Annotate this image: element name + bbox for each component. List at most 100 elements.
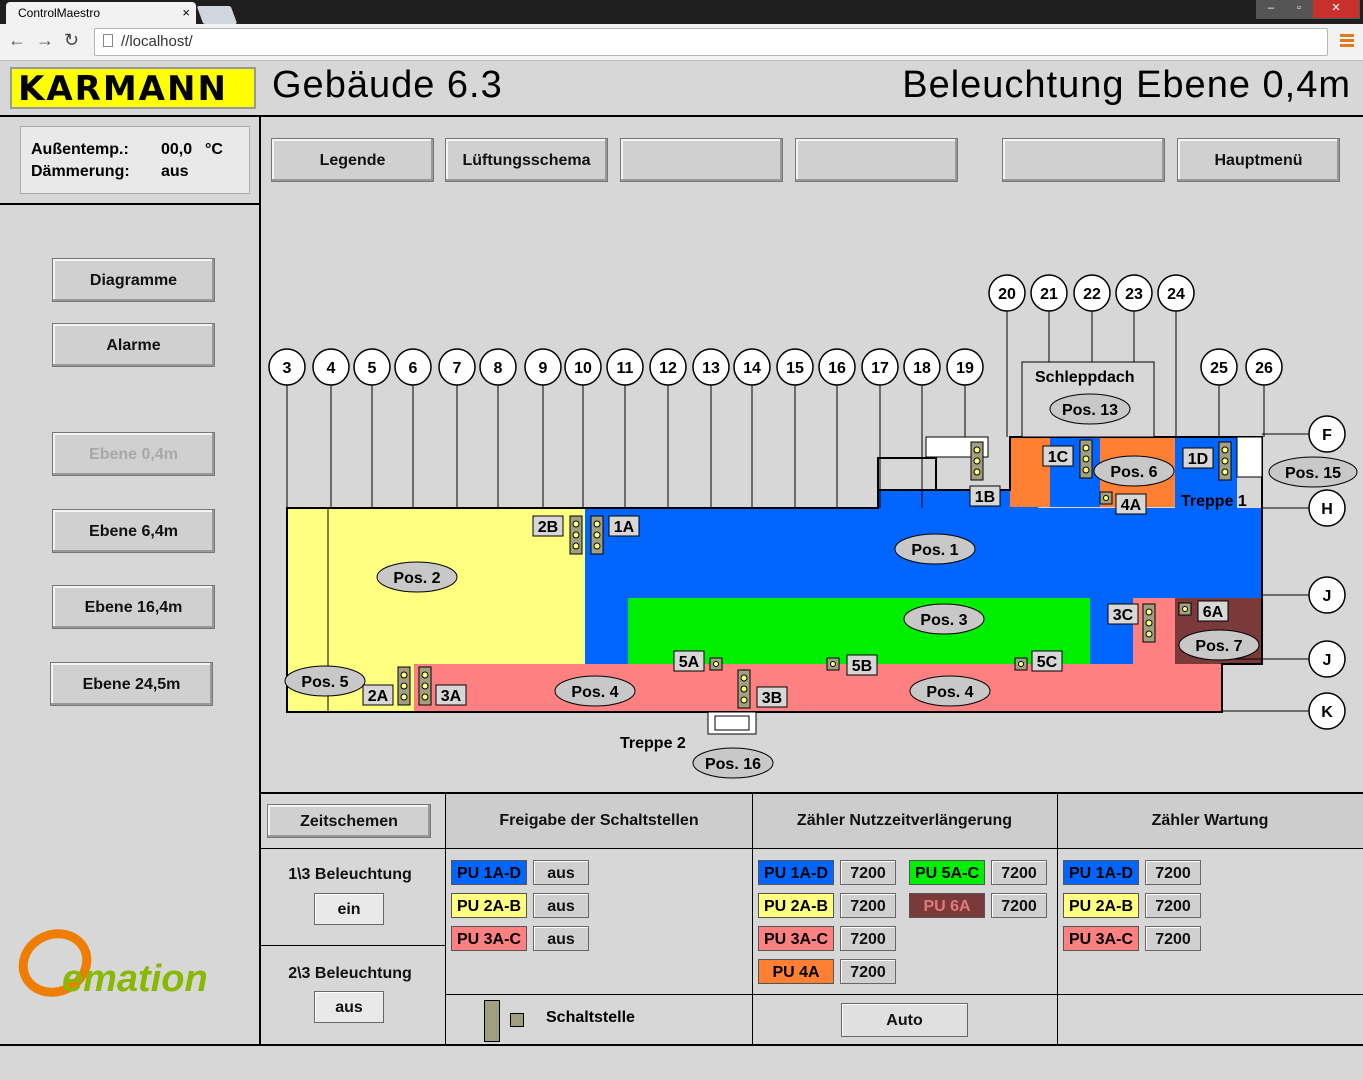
switch-label-1C[interactable]: 1C [1042, 445, 1074, 467]
zeitschemen-button[interactable]: Zeitschemen [267, 804, 431, 838]
pos-label[interactable]: Pos. 5 [284, 665, 366, 697]
switch-label-2B[interactable]: 2B [532, 515, 564, 537]
bel23-value[interactable]: aus [314, 991, 384, 1023]
empty-button-3[interactable] [1002, 138, 1165, 182]
schaltstelle-icon[interactable] [1079, 439, 1093, 479]
svg-text:Pos. 3: Pos. 3 [920, 612, 967, 629]
pos-label[interactable]: Pos. 13 [1049, 393, 1131, 425]
bel13-value[interactable]: ein [314, 893, 384, 925]
svg-text:24: 24 [1167, 286, 1185, 303]
wartung-value[interactable]: 7200 [1145, 893, 1201, 918]
page-icon [103, 34, 113, 47]
switch-label-2A[interactable]: 2A [362, 684, 394, 706]
schaltstelle-icon[interactable] [970, 441, 984, 481]
svg-text:1A: 1A [614, 519, 635, 536]
nutz-value[interactable]: 7200 [991, 860, 1047, 885]
browser-tab[interactable]: ControlMaestro × [6, 2, 196, 26]
switch-icon[interactable] [826, 657, 840, 671]
schaltstelle-icon[interactable] [569, 515, 583, 555]
schaltstelle-icon[interactable] [397, 666, 411, 706]
legende-button[interactable]: Legende [271, 138, 434, 182]
browser-menu-icon[interactable] [1340, 34, 1354, 49]
nutz-value[interactable]: 7200 [991, 893, 1047, 918]
ebene-64-button[interactable]: Ebene 6,4m [52, 509, 215, 553]
switch-label-6A[interactable]: 6A [1197, 600, 1229, 622]
wartung-label: PU 2A-B [1063, 893, 1139, 918]
header-divider [0, 115, 1363, 117]
row-marker-H: H [1308, 489, 1346, 527]
schaltstelle-icon[interactable] [418, 666, 432, 706]
nutz-value[interactable]: 7200 [840, 893, 896, 918]
switch-label-3C[interactable]: 3C [1107, 603, 1139, 625]
reload-icon[interactable]: ↻ [64, 30, 80, 50]
svg-text:22: 22 [1083, 286, 1101, 303]
schaltstelle-icon[interactable] [1218, 441, 1232, 481]
freigabe-value[interactable]: aus [533, 860, 589, 885]
ebene-04-button[interactable]: Ebene 0,4m [52, 432, 215, 476]
diagramme-button[interactable]: Diagramme [52, 258, 215, 302]
pos-label[interactable]: Pos. 4 [909, 675, 991, 707]
freigabe-value[interactable]: aus [533, 926, 589, 951]
wartung-value[interactable]: 7200 [1145, 926, 1201, 951]
pos-label[interactable]: Pos. 16 [692, 747, 774, 779]
lueftungsschema-button[interactable]: Lüftungsschema [445, 138, 608, 182]
switch-icon[interactable] [1014, 657, 1028, 671]
new-tab-button[interactable] [196, 6, 238, 24]
switch-label-1A[interactable]: 1A [608, 515, 640, 537]
close-window-button[interactable]: ✕ [1312, 0, 1360, 19]
freigabe-value[interactable]: aus [533, 893, 589, 918]
svg-text:2B: 2B [538, 519, 558, 536]
pos-label[interactable]: Pos. 3 [903, 603, 985, 635]
ebene-245-button[interactable]: Ebene 24,5m [50, 662, 213, 706]
switch-label-3B[interactable]: 3B [756, 686, 788, 708]
schaltstelle-icon[interactable] [1142, 603, 1156, 643]
zaehler-nutz-header: Zähler Nutzzeitverlängerung [796, 812, 1013, 829]
nutz-value[interactable]: 7200 [840, 860, 896, 885]
svg-text:Pos. 7: Pos. 7 [1195, 638, 1242, 655]
switch-label-5B[interactable]: 5B [846, 654, 878, 676]
pos-label[interactable]: Pos. 6 [1093, 455, 1175, 487]
switch-icon[interactable] [1178, 602, 1192, 616]
axis-22: 22 [1073, 274, 1111, 312]
pos-label[interactable]: Pos. 1 [894, 533, 976, 565]
alarme-button[interactable]: Alarme [52, 323, 215, 367]
switch-label-5C[interactable]: 5C [1031, 650, 1063, 672]
auto-button[interactable]: Auto [841, 1003, 968, 1037]
nutz-label: PU 2A-B [758, 893, 834, 918]
svg-text:23: 23 [1125, 286, 1143, 303]
switch-label-3A[interactable]: 3A [435, 684, 467, 706]
hauptmenue-button[interactable]: Hauptmenü [1177, 138, 1340, 182]
nutz-value[interactable]: 7200 [840, 926, 896, 951]
svg-text:11: 11 [617, 360, 634, 377]
axis-12: 12 [649, 348, 687, 386]
pos-label[interactable]: Pos. 4 [554, 675, 636, 707]
pos-label[interactable]: Pos. 15 [1268, 456, 1358, 488]
row-marker-J: J [1308, 576, 1346, 614]
pos-label[interactable]: Pos. 7 [1178, 629, 1260, 661]
switch-icon[interactable] [709, 657, 723, 671]
switch-label-1B[interactable]: 1B [969, 485, 1001, 507]
schaltstelle-icon[interactable] [737, 669, 751, 709]
tab-close-icon[interactable]: × [182, 5, 190, 20]
switch-icon[interactable] [1099, 491, 1113, 505]
axis-15: 15 [776, 348, 814, 386]
minimize-button[interactable]: – [1256, 0, 1286, 19]
empty-button-2[interactable] [795, 138, 958, 182]
address-bar[interactable]: //localhost/ [94, 28, 1328, 56]
ebene-164-button[interactable]: Ebene 16,4m [52, 585, 215, 629]
switch-label-5A[interactable]: 5A [673, 650, 705, 672]
zone-red [414, 664, 1222, 712]
svg-text:1C: 1C [1048, 449, 1069, 466]
schaltstelle-icon[interactable] [590, 515, 604, 555]
svg-text:5: 5 [368, 360, 377, 377]
maximize-button[interactable]: ▫ [1285, 0, 1313, 19]
back-icon[interactable]: ← [8, 30, 26, 50]
switch-label-1D[interactable]: 1D [1182, 447, 1214, 469]
nutz-value[interactable]: 7200 [840, 959, 896, 984]
empty-button-1[interactable] [620, 138, 783, 182]
pos-label[interactable]: Pos. 2 [376, 561, 458, 593]
forward-icon[interactable]: → [36, 30, 54, 50]
svg-text:14: 14 [743, 360, 761, 377]
switch-label-4A[interactable]: 4A [1115, 493, 1147, 515]
wartung-value[interactable]: 7200 [1145, 860, 1201, 885]
